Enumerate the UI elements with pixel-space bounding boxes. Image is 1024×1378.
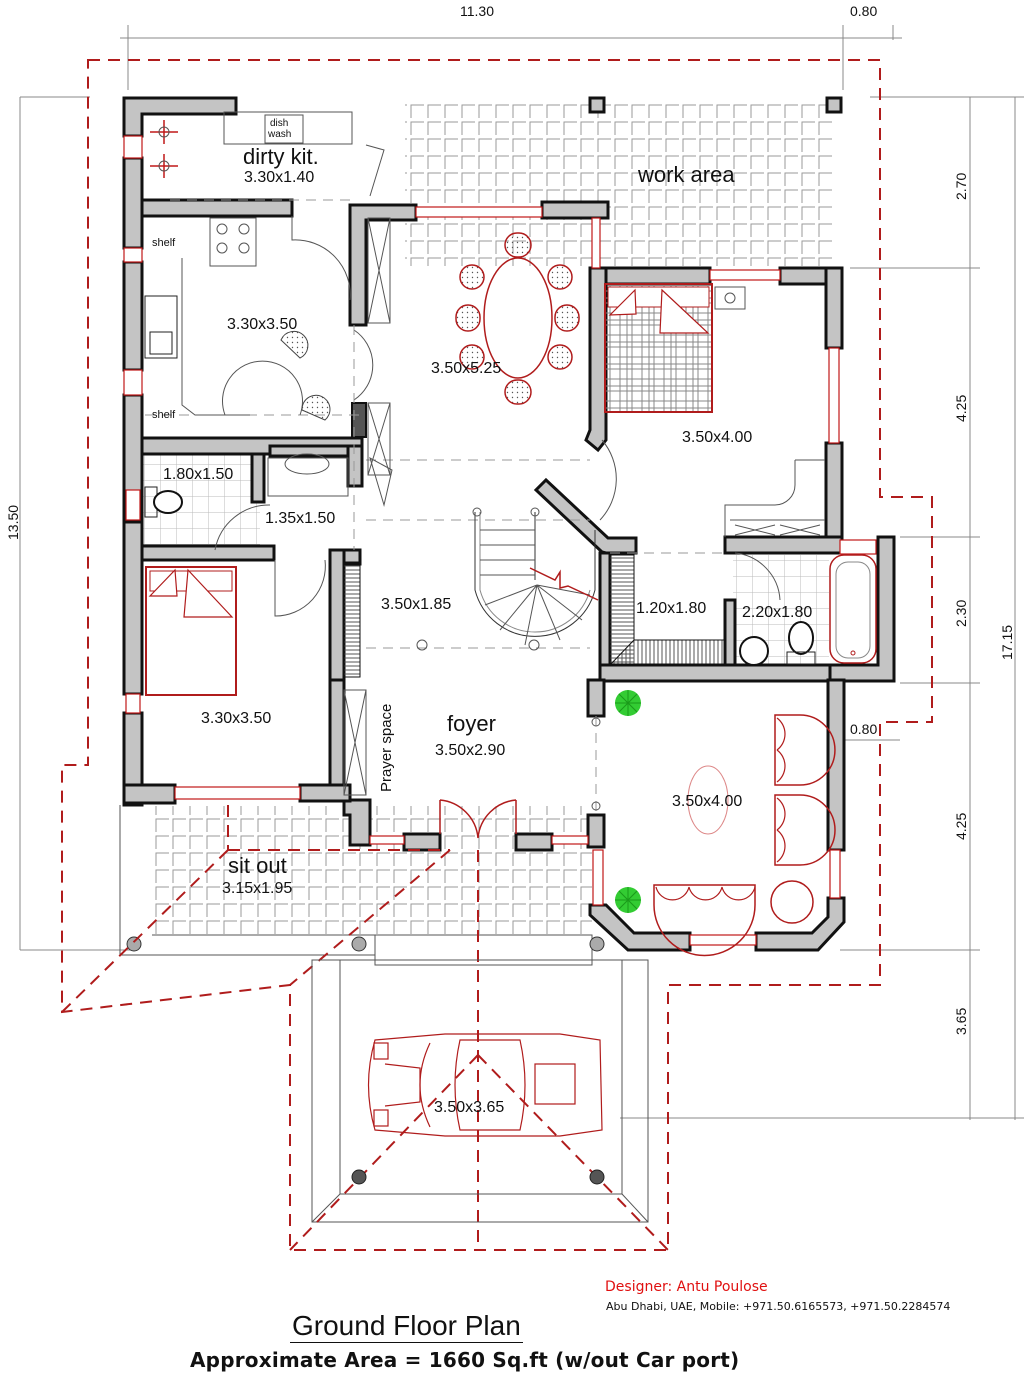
sit-out-floor: [152, 806, 592, 936]
room-size-dress: 1.20x1.80: [636, 600, 706, 617]
dim-right-total: 17.15: [999, 625, 1015, 660]
room-size-wash-area: 1.35x1.50: [265, 510, 335, 527]
shelf-label-bottom: shelf: [152, 409, 176, 421]
room-name-work-area: work area: [637, 162, 735, 187]
designer-credit: Designer: Antu Poulose: [605, 1279, 768, 1295]
designer-address: Abu Dhabi, UAE, Mobile: +971.50.6165573,…: [606, 1300, 951, 1313]
master-bed: [604, 283, 825, 537]
room-name-prayer: Prayer space: [378, 704, 395, 792]
room-size-car-porch: 3.50x3.65: [434, 1099, 504, 1116]
room-size-foyer: 3.50x2.90: [435, 742, 505, 759]
dishwasher-label-2: wash: [267, 129, 291, 140]
kitchen-fixtures: [144, 111, 391, 476]
dim-right-seg-2: 4.25: [953, 395, 969, 422]
dim-left-height: 13.50: [5, 505, 21, 540]
work-area-floor: [405, 104, 833, 266]
roof-outline: [61, 59, 933, 1251]
spiral-staircase: [416, 507, 599, 651]
windows: [123, 135, 877, 946]
dim-right-seg-3: 2.30: [953, 600, 969, 627]
dim-right-seg-5: 3.65: [953, 1008, 969, 1035]
car-porch: [289, 959, 669, 1251]
room-size-attached-bath: 2.20x1.80: [742, 604, 812, 621]
dishwasher-label-1: dish: [270, 118, 288, 129]
room-size-master-bedroom: 3.50x4.00: [682, 429, 752, 446]
door-swings: [214, 144, 781, 839]
room-size-kitchen: 3.30x3.50: [227, 316, 297, 333]
room-size-bedroom-2: 3.30x3.50: [201, 710, 271, 727]
prayer-cabinet: [343, 689, 601, 811]
room-name-foyer: foyer: [447, 711, 496, 736]
sit-out-structure: [61, 805, 605, 1250]
dim-top-width: 11.30: [460, 3, 494, 19]
plan-title: Ground Floor Plan: [290, 1310, 523, 1343]
living-furniture: [653, 714, 836, 957]
room-size-sit-out: 3.15x1.95: [222, 880, 292, 897]
room-name-dirty-kitchen: dirty kit.: [243, 144, 319, 169]
circulation-lines: [145, 199, 725, 815]
room-size-dining: 3.50x5.25: [431, 360, 501, 377]
room-size-dirty-kitchen: 3.30x1.40: [244, 169, 314, 186]
area-note: Approximate Area = 1660 Sq.ft (w/out Car…: [190, 1348, 740, 1372]
dim-side-offset: 0.80: [850, 721, 877, 737]
bedroom-2-bed: [145, 566, 237, 696]
toilet-fixtures: [144, 453, 877, 666]
plant-icon: [615, 690, 641, 913]
dining-table: [455, 232, 580, 405]
room-size-living: 3.50x4.00: [672, 793, 742, 810]
room-name-sit-out: sit out: [228, 853, 287, 878]
dim-right-seg-1: 2.70: [953, 173, 969, 200]
dim-right-seg-4: 4.25: [953, 813, 969, 840]
room-size-common-toilet: 1.80x1.50: [163, 466, 233, 483]
shelf-label-top: shelf: [152, 237, 176, 249]
dim-top-extension: 0.80: [850, 3, 877, 19]
dimension-lines: [19, 25, 1024, 1120]
room-size-stair-hall: 3.50x1.85: [381, 596, 451, 613]
car-icon: [367, 1033, 603, 1137]
